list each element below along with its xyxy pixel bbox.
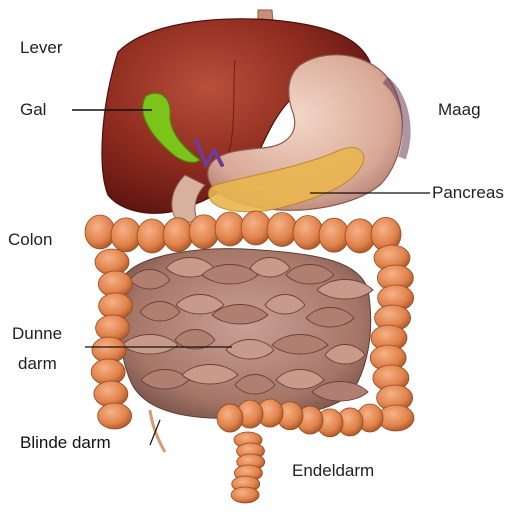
colon-segment — [345, 219, 375, 253]
rectum — [231, 432, 265, 503]
label-blinde-darm: Blinde darm — [20, 433, 111, 453]
label-dunne-darm-line2: darm — [18, 354, 57, 374]
colon-segment — [267, 212, 297, 246]
label-pancreas: Pancreas — [432, 183, 504, 203]
colon-segment — [293, 215, 323, 249]
colon-segment — [241, 211, 271, 245]
colon-segment — [231, 487, 259, 503]
colon-segment — [319, 218, 349, 252]
colon-segment — [215, 212, 245, 246]
label-maag: Maag — [438, 100, 481, 120]
colon-segment — [98, 403, 132, 429]
colon-segment — [217, 404, 243, 432]
label-endeldarm: Endeldarm — [292, 461, 374, 481]
colon-segment — [137, 219, 167, 253]
colon-segment — [189, 215, 219, 249]
colon-segment — [111, 218, 141, 252]
label-lever: Lever — [20, 38, 63, 58]
label-colon: Colon — [8, 230, 52, 250]
label-dunne-darm-line1: Dunne — [12, 324, 62, 344]
colon-segment — [163, 218, 193, 252]
colon-segment — [85, 215, 115, 249]
label-gal: Gal — [20, 100, 46, 120]
appendix — [150, 410, 165, 452]
